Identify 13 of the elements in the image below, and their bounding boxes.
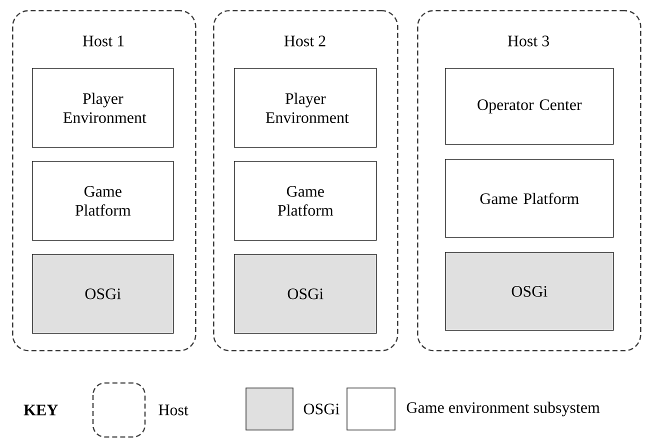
osgi-box: OSGi <box>234 254 377 334</box>
legend-text: Game environment subsystem <box>406 402 600 416</box>
osgi-box: OSGi <box>32 254 174 334</box>
osgi-box: OSGi <box>445 252 614 331</box>
subsystem-box: Player Environment <box>32 68 174 148</box>
subsystem-box: Game Platform <box>445 159 614 238</box>
subsystem-box: Game Platform <box>234 161 377 241</box>
legend-text: OSGi <box>304 404 340 414</box>
subsystem-box: Game Platform <box>32 161 174 241</box>
subsystem-box: Operator Center <box>445 68 614 145</box>
legend-text: Host <box>158 404 188 416</box>
key-label: KEY <box>24 404 58 416</box>
subsystem-box: Player Environment <box>234 68 377 148</box>
